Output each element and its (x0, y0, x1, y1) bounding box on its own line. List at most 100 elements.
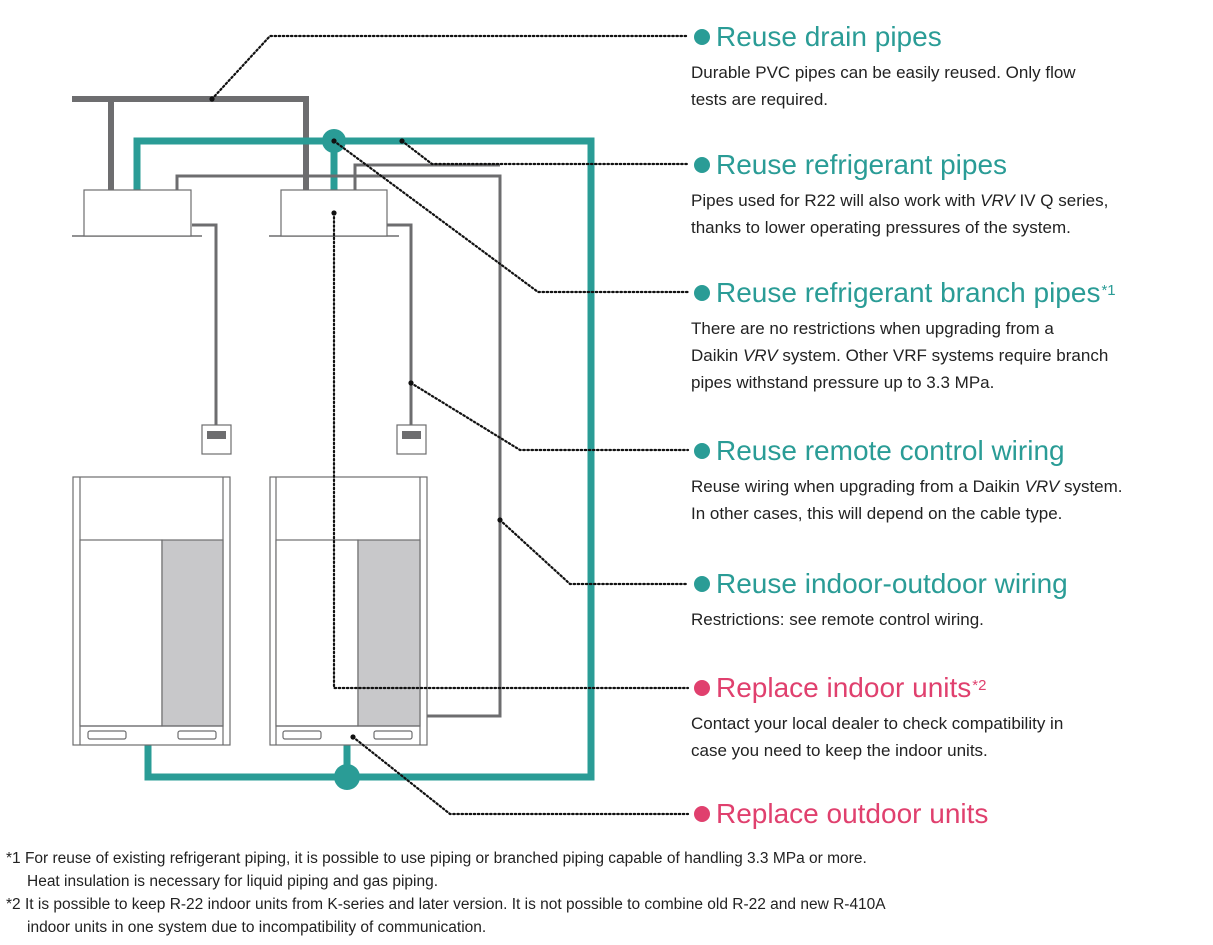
desc-text: Daikin (691, 346, 743, 365)
callout-heading: Reuse indoor-outdoor wiring (694, 568, 1204, 600)
outdoor-unit-vent-left-a (87, 730, 127, 740)
leader-indoor-outdoor (498, 518, 690, 586)
callout-reuse-indoor-outdoor-wiring: Reuse indoor-outdoor wiring Restrictions… (691, 568, 1204, 633)
bullet-dot-icon (694, 680, 710, 696)
outdoor-unit-grille-right (357, 539, 421, 727)
callout-replace-indoor-units: Replace indoor units*2 Contact your loca… (691, 672, 1204, 764)
outdoor-unit-vent-right-b (373, 730, 413, 740)
callout-description: Contact your local dealer to check compa… (691, 710, 1204, 764)
leader-outdoor-units (351, 735, 690, 816)
leader-endpoints (209, 96, 503, 740)
drain-pipe-main (72, 96, 309, 190)
remote-controller-left (201, 424, 232, 455)
callout-heading: Reuse drain pipes (694, 21, 1204, 53)
bullet-dot-icon (694, 29, 710, 45)
footnote-1: *1 For reuse of existing refrigerant pip… (6, 847, 1206, 893)
drain-pipes (72, 96, 309, 190)
callout-title: Replace indoor units (716, 672, 972, 703)
leader-indoor-units (332, 211, 690, 690)
desc-line: Reuse wiring when upgrading from a Daiki… (691, 473, 1204, 500)
desc-line: Contact your local dealer to check compa… (691, 714, 1064, 733)
desc-line: Daikin VRV system. Other VRF systems req… (691, 342, 1204, 369)
callout-title: Reuse refrigerant branch pipes (716, 277, 1101, 308)
callout-heading: Reuse refrigerant pipes (694, 149, 1204, 181)
outdoor-unit-vent-right-a (282, 730, 322, 740)
leader-remote (409, 381, 690, 452)
desc-line: case you need to keep the indoor units. (691, 741, 988, 760)
callout-description: Durable PVC pipes can be easily reused. … (691, 59, 1204, 113)
desc-text: Pipes used for R22 will also work with (691, 191, 981, 210)
desc-line: Pipes used for R22 will also work with V… (691, 187, 1204, 214)
desc-line: In other cases, this will depend on the … (691, 504, 1063, 523)
brand-vrv: VRV (1024, 477, 1060, 496)
outdoor-unit-vent-left-b (177, 730, 217, 740)
bullet-dot-icon (694, 157, 710, 173)
remote-wire-right (386, 223, 413, 425)
footnote-line: *2 It is possible to keep R-22 indoor un… (6, 896, 886, 913)
callout-reuse-remote-control-wiring: Reuse remote control wiring Reuse wiring… (691, 435, 1204, 527)
footnote-line: Heat insulation is necessary for liquid … (27, 873, 438, 890)
outdoor-unit-panel-left (79, 539, 163, 727)
leader-dot-outdoor-units (350, 734, 356, 740)
callout-heading: Reuse remote control wiring (694, 435, 1204, 467)
indoor-unit-left (72, 189, 202, 237)
callout-reuse-branch-pipes: Reuse refrigerant branch pipes*1 There a… (691, 277, 1204, 396)
outdoor-unit-left (72, 476, 231, 746)
callout-description: Pipes used for R22 will also work with V… (691, 187, 1204, 241)
desc-text: system. Other VRF systems require branch (777, 346, 1109, 365)
outdoor-unit-panel-right (275, 539, 359, 727)
leader-dot-drain (209, 96, 215, 102)
leader-dot-remote (408, 380, 414, 386)
callout-description: Restrictions: see remote control wiring. (691, 606, 1204, 633)
brand-vrv: VRV (742, 346, 778, 365)
callout-title: Reuse indoor-outdoor wiring (716, 568, 1068, 599)
callout-reuse-refrigerant-pipes: Reuse refrigerant pipes Pipes used for R… (691, 149, 1204, 241)
desc-line: Restrictions: see remote control wiring. (691, 610, 984, 629)
bullet-dot-icon (694, 806, 710, 822)
desc-line: Durable PVC pipes can be easily reused. … (691, 63, 1076, 82)
callout-description: Reuse wiring when upgrading from a Daiki… (691, 473, 1204, 527)
footnotes: *1 For reuse of existing refrigerant pip… (6, 847, 1206, 939)
bullet-dot-icon (694, 443, 710, 459)
indoor-unit-body-left (83, 189, 192, 237)
leader-refrigerant (400, 139, 690, 166)
callout-replace-outdoor-units: Replace outdoor units (694, 798, 1204, 830)
callout-reuse-drain-pipes: Reuse drain pipes Durable PVC pipes can … (691, 21, 1204, 113)
remote-control-wiring (192, 223, 413, 425)
desc-line: There are no restrictions when upgrading… (691, 319, 1054, 338)
leader-lines (210, 34, 690, 816)
desc-line: tests are required. (691, 90, 829, 109)
bullet-dot-icon (694, 285, 710, 301)
desc-text: system. (1059, 477, 1123, 496)
callout-title: Reuse remote control wiring (716, 435, 1065, 466)
desc-line: pipes withstand pressure up to 3.3 MPa. (691, 373, 995, 392)
leader-branch (332, 139, 690, 294)
brand-vrv: VRV (980, 191, 1015, 210)
bullet-dot-icon (694, 576, 710, 592)
wiring-top-loop (175, 174, 502, 718)
callout-heading: Reuse refrigerant branch pipes*1 (694, 277, 1204, 309)
callout-heading: Replace outdoor units (694, 798, 1204, 830)
footnote-2: *2 It is possible to keep R-22 indoor un… (6, 893, 1206, 939)
refrigerant-pipe-loop (133, 137, 595, 781)
callout-description: There are no restrictions when upgrading… (691, 315, 1204, 396)
callout-title: Replace outdoor units (716, 798, 989, 829)
footnote-line: *1 For reuse of existing refrigerant pip… (6, 850, 867, 867)
remote-controller-right (396, 424, 427, 455)
leader-dot-branch (331, 138, 337, 144)
remote-controller-screen-left (207, 431, 226, 439)
callout-title: Reuse refrigerant pipes (716, 149, 1008, 180)
outdoor-unit-grille-left (161, 539, 224, 727)
callout-title: Reuse drain pipes (716, 21, 942, 52)
footnote-ref: *2 (972, 677, 987, 694)
desc-line: thanks to lower operating pressures of t… (691, 218, 1071, 237)
remote-controller-screen-right (402, 431, 421, 439)
leader-drain (210, 34, 690, 101)
desc-text: IV Q series, (1014, 191, 1109, 210)
remote-wire-left (192, 223, 218, 425)
remote-controller-body-left (201, 424, 232, 455)
leader-dot-indoor-units (331, 210, 337, 216)
remote-controller-body-right (396, 424, 427, 455)
refrigerant-outdoor-joint (334, 764, 360, 790)
